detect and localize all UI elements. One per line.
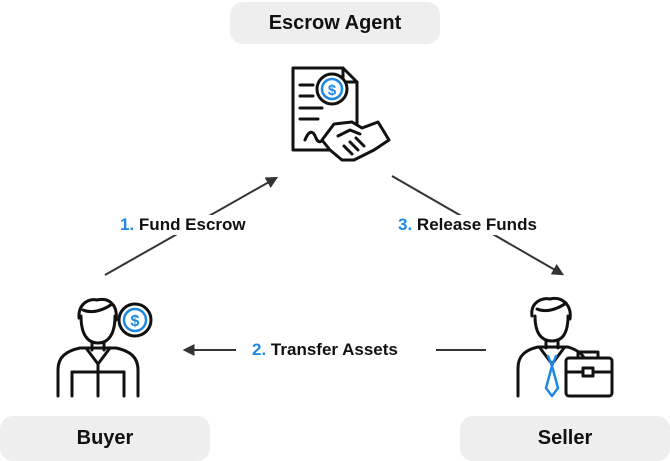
agent-dollar-glyph: $ — [328, 82, 337, 99]
contract-handshake-icon: $ — [291, 66, 391, 162]
step-label: Fund Escrow — [138, 215, 246, 234]
buyer-dollar-icon: $ — [56, 297, 153, 398]
step-label: Release Funds — [416, 215, 537, 234]
step-number: 3. — [398, 215, 413, 234]
step-number: 2. — [252, 340, 267, 359]
escrow-agent-label: Escrow Agent — [230, 2, 440, 44]
buyer-label: Buyer — [0, 416, 210, 461]
step-fund-escrow: 1. Fund Escrow — [120, 215, 246, 235]
step-label: Transfer Assets — [270, 340, 398, 359]
buyer-dollar-glyph: $ — [131, 313, 140, 330]
seller-label: Seller — [460, 416, 670, 461]
seller-briefcase-icon — [516, 296, 614, 398]
step-release-funds: 3. Release Funds — [398, 215, 537, 235]
step-transfer-assets: 2. Transfer Assets — [252, 340, 398, 360]
step-number: 1. — [120, 215, 135, 234]
